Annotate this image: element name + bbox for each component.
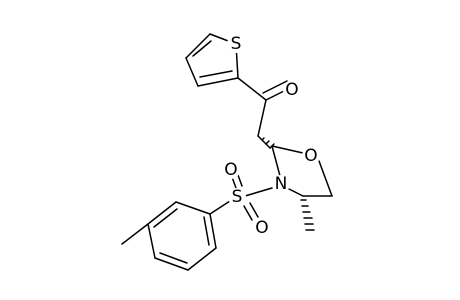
bond-ar-5	[187, 247, 217, 271]
bond-ar-4-double	[159, 252, 188, 264]
bond-c3-c4	[185, 57, 199, 87]
bond-ch2-c2ring	[257, 135, 271, 149]
bond-ar-2-double	[153, 208, 178, 228]
tolyl-ring	[121, 201, 217, 271]
bond-ar-6-double	[203, 216, 210, 246]
thiophene-sulfur-label: S	[231, 34, 242, 54]
atom-labels: S O O N S O O	[222, 34, 320, 238]
sulfonyl-sulfur-label: S	[232, 187, 243, 207]
bond-ar-methyl	[121, 223, 149, 245]
bond-c2-c3-double	[199, 70, 233, 78]
ketone-group	[237, 77, 291, 137]
bond-s-o-top-2	[237, 174, 243, 187]
bond-s-aryl	[209, 200, 231, 215]
stereo-hash-c4-methyl	[300, 199, 315, 231]
bond-c2-carbonyl	[237, 77, 267, 101]
label-bg	[302, 147, 320, 165]
bond-carbonyl-oxygen-double	[262, 80, 288, 94]
bond-s-o-bottom-1	[243, 205, 253, 221]
label-bg	[283, 81, 301, 99]
bond-carbonyl-ch2	[257, 99, 267, 137]
label-bg	[228, 188, 246, 206]
bond-s-o-bottom-2	[249, 202, 259, 218]
bond-ar-6	[209, 213, 217, 249]
bond-n3-c2	[271, 145, 281, 177]
label-bg	[227, 35, 245, 53]
bond-ar-3	[147, 223, 156, 259]
ring-oxygen-label: O	[304, 146, 317, 166]
oxazolidine-ring	[271, 145, 333, 197]
label-bg	[272, 175, 290, 193]
sulfonyl-oxygen-top-label: O	[224, 160, 237, 180]
bond-c2-o1	[271, 145, 304, 154]
hash-mark	[261, 137, 265, 141]
ring-nitrogen-label: N	[275, 174, 288, 194]
bond-ar-1	[175, 201, 211, 215]
bond-c2-c3	[197, 77, 239, 87]
bond-ar-2	[147, 201, 177, 225]
carbonyl-oxygen-label: O	[285, 80, 298, 100]
bond-n-s	[244, 187, 273, 197]
sulfonyl-group	[209, 174, 273, 221]
sulfonyl-oxygen-bottom-label: O	[255, 218, 268, 238]
bond-o1-c5	[318, 160, 333, 197]
bond-c4-c5	[185, 33, 211, 59]
bond-ar-4	[154, 257, 189, 271]
label-bg	[253, 219, 271, 237]
bond-c4-c5-double	[192, 40, 212, 57]
hash-mark	[265, 140, 270, 145]
label-bg	[222, 161, 240, 179]
